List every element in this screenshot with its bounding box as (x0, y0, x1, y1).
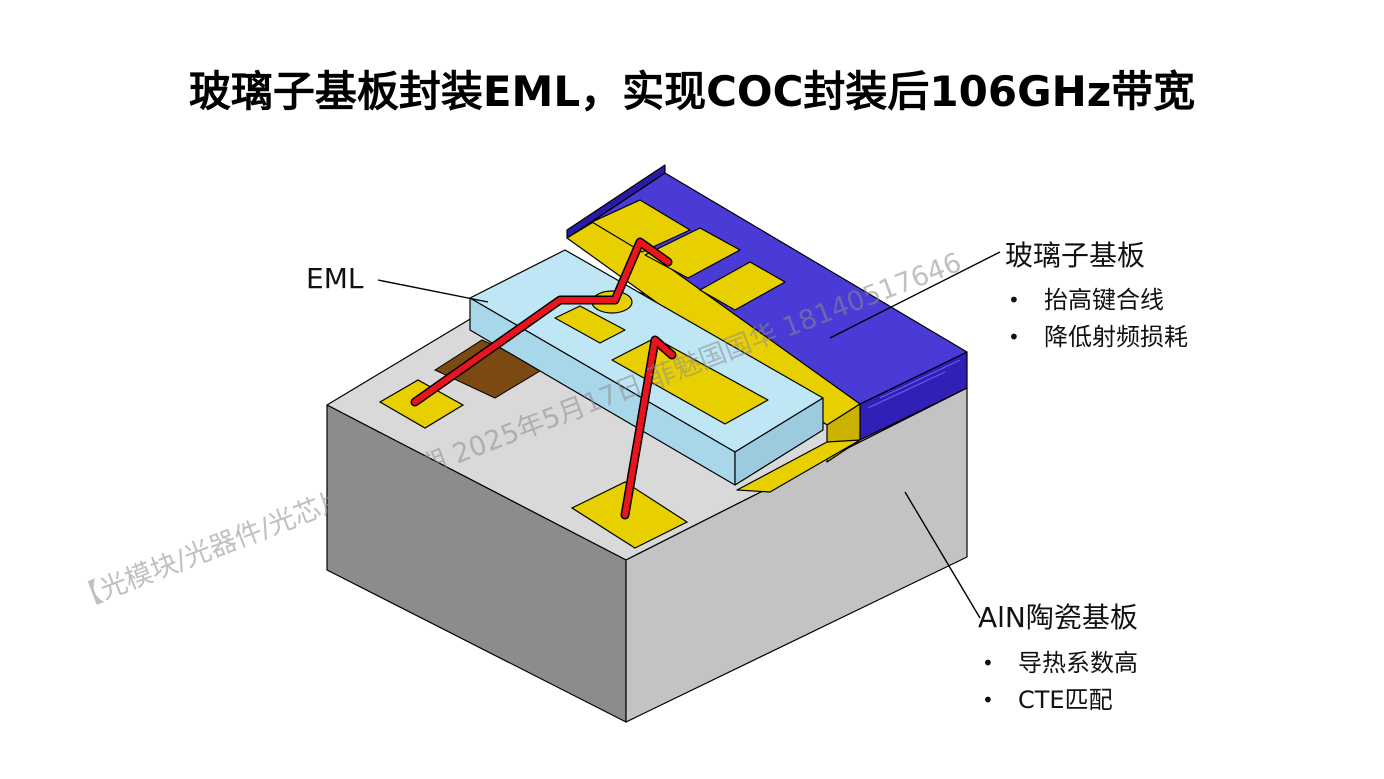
list-item: 导热系数高 (982, 645, 1138, 682)
aln-pad-left (378, 379, 465, 429)
gold-metallization (566, 199, 861, 493)
gold-pad-1 (591, 199, 691, 253)
gold-strip-lower (736, 439, 861, 493)
aln-substrate-label: AlN陶瓷基板 (978, 601, 1138, 634)
aln-substrate-points: 导热系数高 CTE匹配 (982, 645, 1138, 719)
page-title: 玻璃子基板封装EML，实现COC封装后106GHz带宽 (188, 67, 1196, 116)
leader-lines (377, 251, 1001, 619)
eml-pad-t (554, 305, 626, 344)
list-item: 降低射频损耗 (1008, 319, 1188, 356)
leader-glass (829, 251, 1001, 339)
leader-aln (904, 491, 981, 619)
aln-front-face (625, 387, 968, 723)
eml-label: EML (306, 262, 364, 295)
bond-wires (410, 237, 677, 520)
glass-back-rim (566, 164, 666, 239)
glass-substrate-points: 抬高键合线 降低射频损耗 (1008, 282, 1188, 356)
list-item: CTE匹配 (982, 682, 1138, 719)
glass-substrate-label: 玻璃子基板 (1005, 239, 1146, 272)
list-item: 抬高键合线 (1008, 282, 1188, 319)
leader-eml (377, 279, 489, 303)
eml-front-face (734, 397, 824, 486)
gold-pad-3 (699, 261, 786, 311)
